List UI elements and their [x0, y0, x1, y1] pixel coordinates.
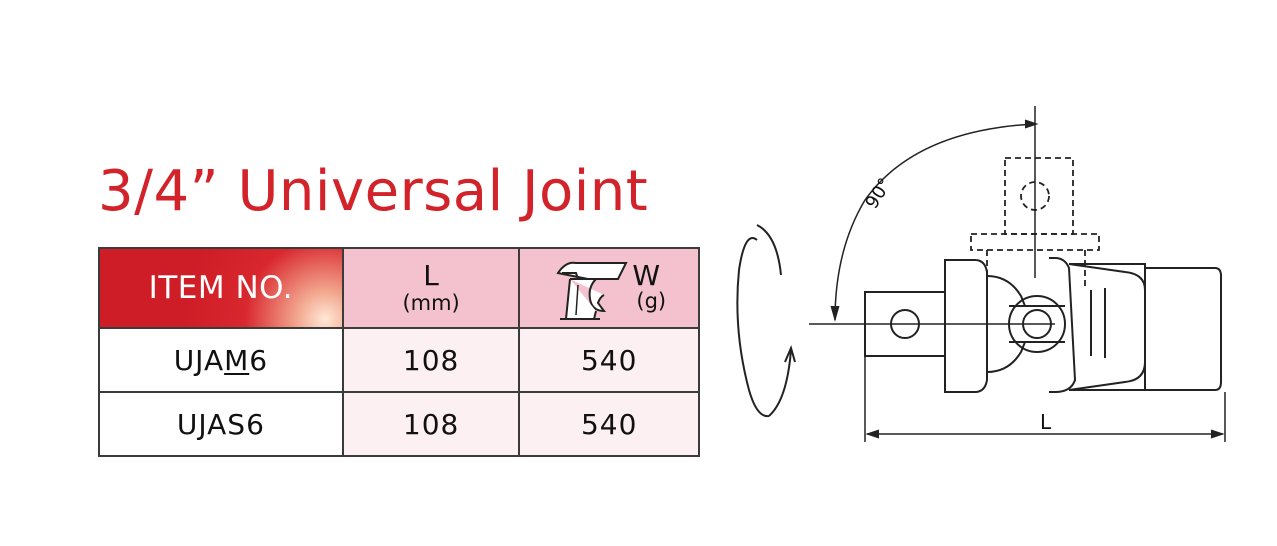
table-row: UJAS6 108 540 [98, 391, 700, 457]
item-number-suffix: 6 [249, 343, 269, 377]
universal-joint-drawing: 90° [736, 106, 1226, 442]
scale-icon [556, 261, 629, 320]
header-length-unit: (mm) [402, 291, 460, 315]
length-cell: 108 [341, 327, 521, 393]
length-cell: 108 [341, 391, 521, 457]
item-number-prefix: UJA [173, 343, 225, 377]
header-weight-unit: (g) [636, 289, 667, 313]
item-number-cell: UJAM6 [98, 327, 344, 393]
length-dimension-label: L [1040, 410, 1052, 434]
rotation-arrow-icon [736, 224, 796, 418]
angle-label: 90° [861, 174, 896, 212]
header-length-label: L [423, 259, 439, 292]
header-item-no: ITEM NO. [98, 247, 344, 329]
header-length: L (mm) [341, 247, 521, 329]
table-row: UJAM6 108 540 [98, 327, 700, 393]
item-number-cell: UJAS6 [98, 391, 344, 457]
table-header-row: ITEM NO. L (mm) W (g) [98, 247, 700, 329]
header-weight-label: W [632, 259, 661, 292]
weight-cell: 540 [518, 391, 700, 457]
weight-cell: 540 [518, 327, 700, 393]
spec-table: ITEM NO. L (mm) W (g) UJAM6 108 540 [98, 247, 700, 457]
item-number-underlined: M [224, 343, 250, 377]
page-title: 3/4” Universal Joint [98, 159, 649, 224]
header-weight: W (g) [518, 247, 700, 329]
